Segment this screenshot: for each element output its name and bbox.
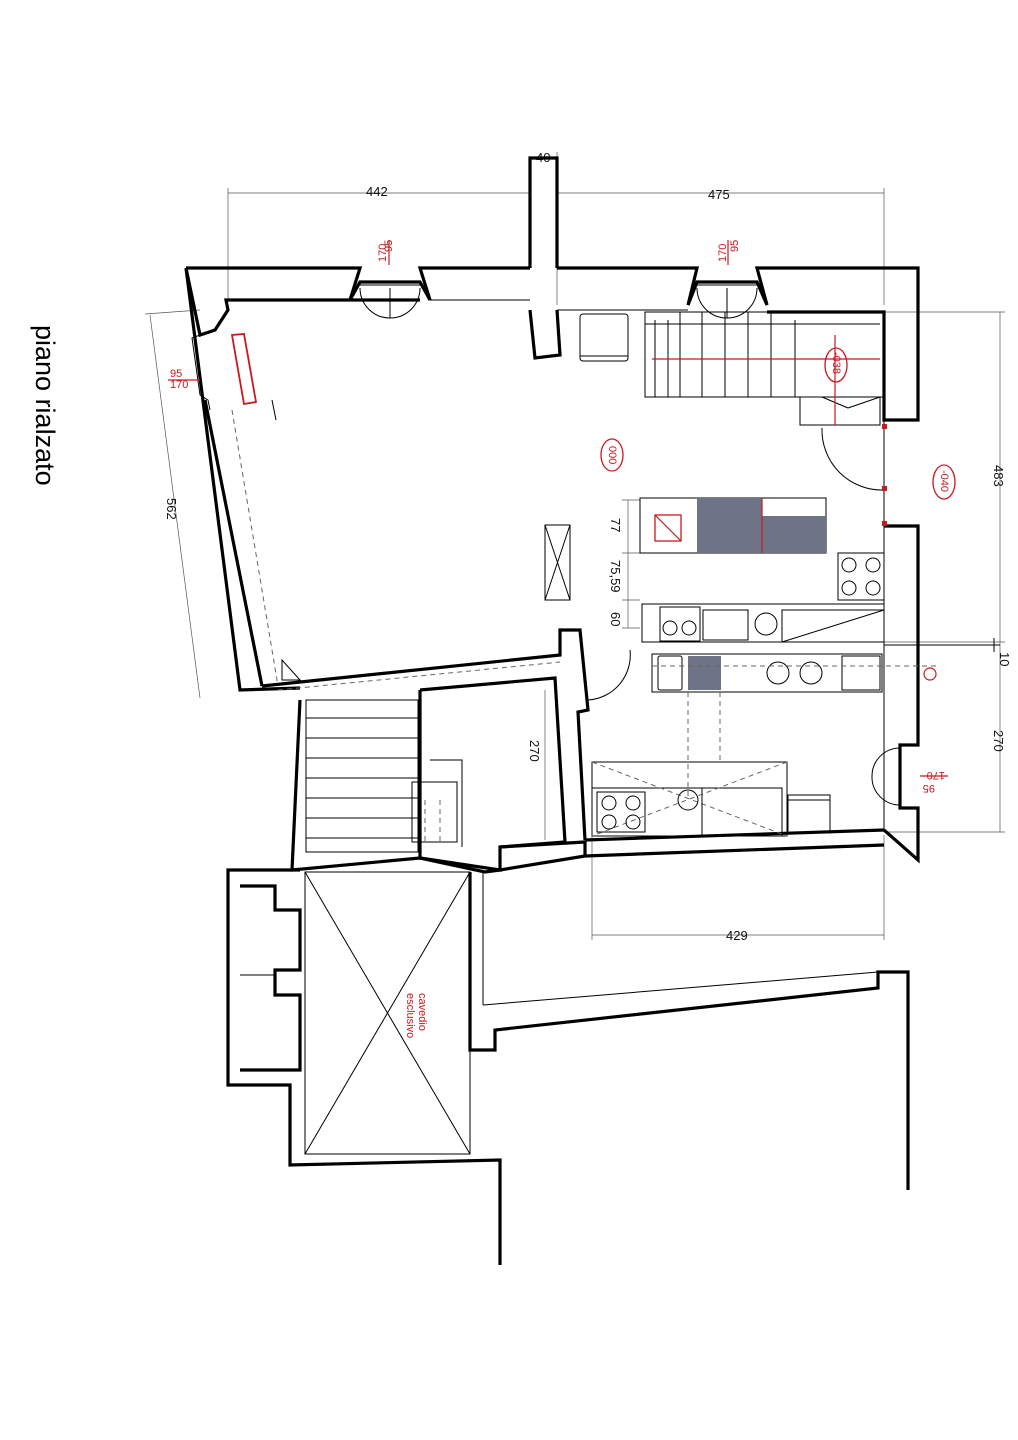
dim-right-upper: 483 bbox=[991, 465, 1006, 487]
level-right: -040 bbox=[932, 464, 956, 500]
cavedio-label-2: esclusivo bbox=[404, 993, 416, 1038]
window-right-h: 170 bbox=[927, 769, 945, 781]
window-top-left bbox=[359, 284, 421, 319]
right-door-marks bbox=[882, 424, 887, 526]
window-right bbox=[871, 747, 901, 806]
back-counter bbox=[591, 692, 831, 837]
window-left-w: 95 bbox=[170, 368, 182, 380]
dim-left-side: 562 bbox=[164, 498, 179, 520]
dim-right-cut: 10 bbox=[997, 652, 1012, 666]
dim-top-left: 442 bbox=[366, 184, 388, 199]
window-top-left-h: 170 bbox=[377, 244, 389, 262]
cavedio-label-1: cavedio bbox=[416, 993, 428, 1031]
dim-courtyard-room: 270 bbox=[527, 740, 542, 762]
dim-right-lower: 270 bbox=[991, 730, 1006, 752]
lower-counter bbox=[651, 644, 1000, 693]
dim-counter-60: 60 bbox=[608, 612, 623, 626]
walls bbox=[184, 156, 920, 864]
lower-staircase bbox=[290, 690, 458, 872]
courtyard-room bbox=[419, 676, 567, 872]
sink-counter bbox=[641, 603, 885, 643]
window-top-right bbox=[696, 284, 758, 319]
dimension-lines bbox=[144, 152, 1005, 940]
dim-bottom-kitchen: 429 bbox=[726, 928, 748, 943]
level-stairs: -038 bbox=[824, 347, 848, 383]
window-top-right-h: 170 bbox=[717, 244, 729, 262]
dim-counter-7559: 75,59 bbox=[608, 560, 623, 593]
window-left-h: 170 bbox=[170, 379, 188, 391]
corner-mark bbox=[281, 658, 302, 681]
cavedio bbox=[226, 840, 910, 1265]
chair bbox=[579, 313, 629, 362]
window-top-right-w: 95 bbox=[729, 240, 741, 252]
kitchen-door-swing bbox=[587, 649, 631, 701]
window-right-w: 95 bbox=[923, 782, 935, 794]
dim-top-right: 475 bbox=[708, 187, 730, 202]
partition-column bbox=[544, 524, 571, 601]
staircase-main bbox=[644, 311, 885, 491]
svg-text:-038: -038 bbox=[830, 352, 842, 374]
level-main: 000 bbox=[600, 438, 624, 472]
plan-title: piano rialzato bbox=[30, 325, 60, 486]
kitchen-island bbox=[639, 497, 827, 554]
svg-text:000: 000 bbox=[606, 446, 618, 464]
svg-text:-040: -040 bbox=[938, 470, 950, 492]
hob bbox=[837, 552, 885, 601]
left-wall-fixture bbox=[230, 333, 277, 421]
dim-counter-77: 77 bbox=[608, 518, 623, 532]
